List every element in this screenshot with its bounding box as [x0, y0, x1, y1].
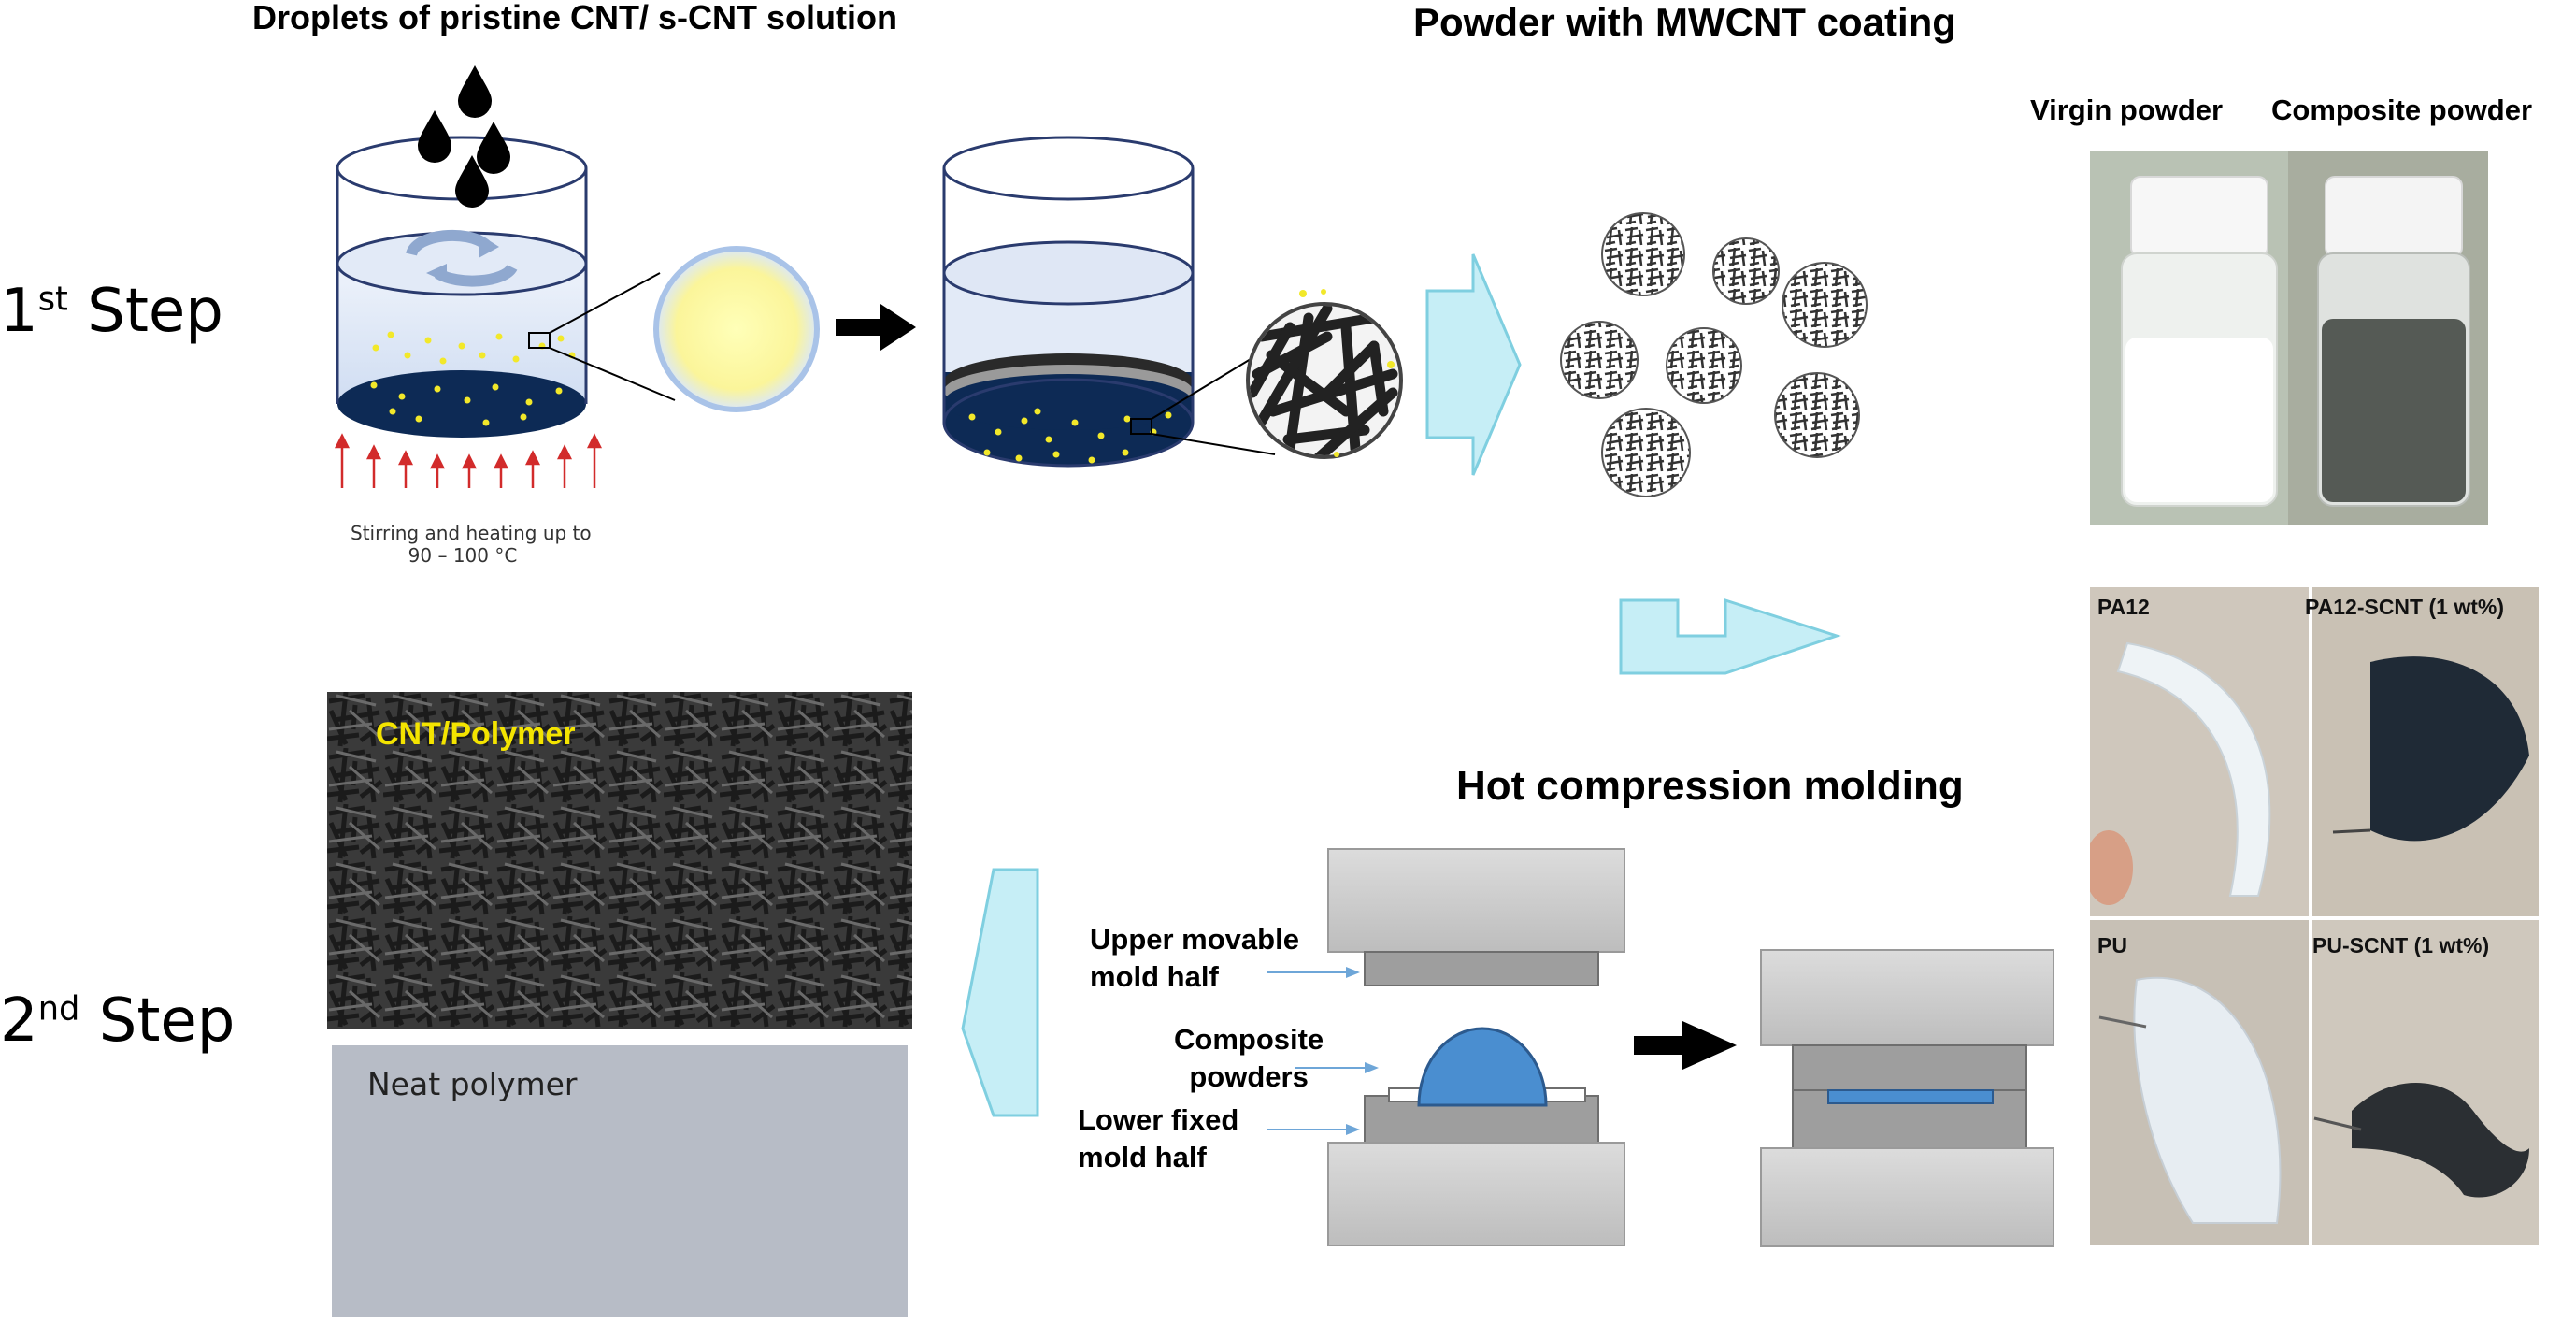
coated-powder-particles	[1560, 212, 1868, 497]
pu-label: PU	[2097, 933, 2127, 957]
stirring-caption: Stirring and heating up to 90 – 100 °C	[351, 522, 592, 567]
arrow-right-light-1	[1425, 253, 1522, 476]
heating-arrows	[334, 433, 603, 488]
black-arrow-2	[1634, 1021, 1737, 1070]
cnt-polymer-label: CNT/Polymer	[376, 716, 576, 752]
arrow-left-light	[961, 868, 1039, 1117]
cnt-polymer-panel: CNT/Polymer	[327, 692, 912, 1029]
beaker-1	[334, 65, 820, 488]
step2-label: 2nd Step	[0, 986, 236, 1056]
pu-scnt-label: PU-SCNT (1 wt%)	[2312, 933, 2490, 957]
composite-powder-label: Composite powder	[2271, 94, 2533, 126]
beaker-2	[942, 136, 1403, 468]
lower-mold-label: Lower fixed mold half	[1078, 1103, 1239, 1173]
mold-closed	[1760, 949, 2054, 1247]
step1-label: 1st Step	[0, 277, 223, 346]
black-arrow-1	[836, 304, 916, 351]
droplets	[418, 65, 510, 208]
mold-open	[1267, 848, 1625, 1246]
film-photos: PA12 PA12-SCNT (1 wt%) PU PU-SCNT (1 wt%…	[2090, 587, 2539, 1245]
upper-mold-label: Upper movable mold half	[1090, 923, 1299, 993]
hot-compression-title: Hot compression molding	[1456, 763, 1964, 809]
droplets-title: Droplets of pristine CNT/ s-CNT solution	[252, 0, 897, 36]
arrow-down	[1619, 597, 1841, 675]
virgin-powder-label: Virgin powder	[2030, 94, 2224, 126]
powder-title: Powder with MWCNT coating	[1413, 0, 1956, 44]
powder-photo	[2090, 151, 2488, 525]
pa12-label: PA12	[2097, 595, 2150, 619]
cnt-particles-1	[370, 331, 576, 426]
neat-polymer-panel: Neat polymer	[332, 1045, 908, 1317]
pa12-scnt-label: PA12-SCNT (1 wt%)	[2305, 595, 2504, 619]
neat-polymer-label: Neat polymer	[367, 1066, 578, 1102]
composite-powders-label: Composite powders	[1174, 1023, 1324, 1093]
